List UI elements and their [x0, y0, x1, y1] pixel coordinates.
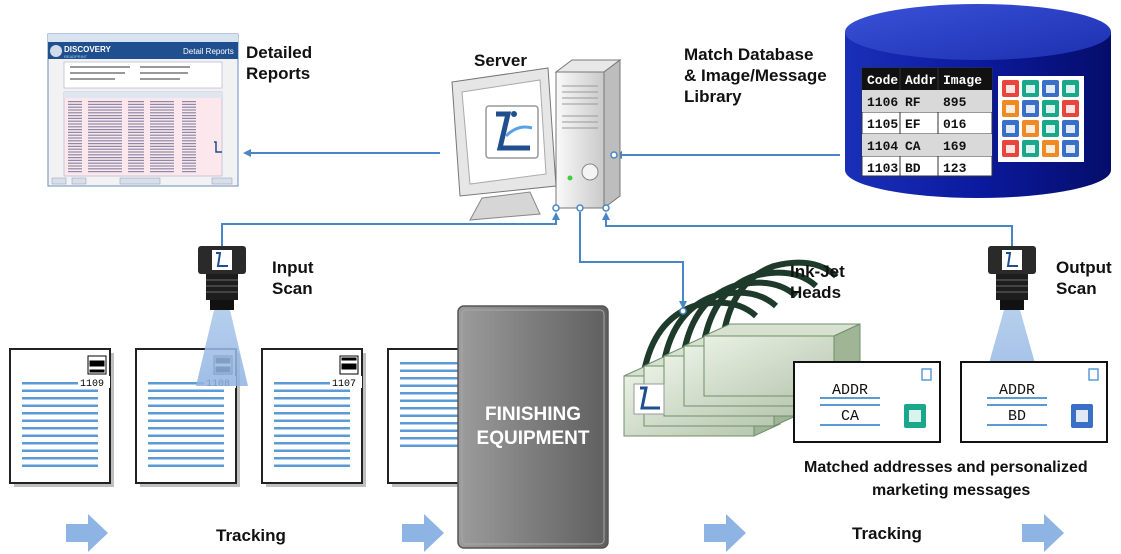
match-database-label: Match Database & Image/Message Library: [684, 45, 827, 106]
db-header-cell: Image: [943, 73, 982, 88]
report-brand-line1: DISCOVERY: [64, 45, 111, 54]
document-code: 1109: [80, 379, 104, 390]
report-button-print[interactable]: [51, 177, 67, 185]
document-page: 1107: [261, 348, 366, 487]
inkjet-heads: [623, 259, 861, 437]
tracking-arrows: [66, 514, 1064, 552]
db-cell: 1103: [867, 161, 898, 176]
tracking-label-left: Tracking: [216, 526, 286, 545]
output-card: ADDR CA: [793, 361, 941, 443]
input-scan-to-server-line: [221, 212, 560, 248]
document-page: 1108: [135, 348, 240, 487]
matched-caption-line2: marketing messages: [872, 482, 1031, 499]
report-window-title: Detail Reports: [183, 47, 234, 56]
output-camera: [988, 246, 1036, 310]
document-page: 1109: [9, 348, 114, 487]
power-button-icon: [581, 163, 599, 181]
db-cell: 169: [943, 139, 967, 154]
power-led-icon: [567, 175, 573, 181]
card-addr-label: ADDR: [999, 382, 1035, 399]
message-icon-library: [998, 76, 1084, 162]
input-scan-label: Input Scan: [272, 258, 314, 298]
card-addr-value: BD: [1008, 408, 1026, 425]
report-table-rows: [68, 101, 196, 173]
db-cell: 1104: [867, 139, 898, 154]
tracking-arrow-icon: [1022, 514, 1064, 552]
tracking-arrow-icon: [402, 514, 444, 552]
card-addr-value: CA: [841, 408, 859, 425]
db-cell: 895: [943, 95, 967, 110]
output-scan-label: Output Scan: [1056, 258, 1112, 298]
db-header-cell: Code: [867, 73, 898, 88]
server-label: Server: [474, 51, 527, 70]
server-to-inkjet-line: [579, 212, 687, 309]
input-documents: 1109 1108 1107: [9, 348, 492, 487]
discovery-logo-icon: [50, 45, 62, 57]
input-camera: [198, 246, 246, 310]
db-cell: BD: [905, 161, 921, 176]
stamp-icon: [921, 368, 932, 381]
finishing-equipment: FINISHING EQUIPMENT: [457, 305, 609, 549]
detailed-reports-label: Detailed Reports: [246, 43, 313, 83]
report-button-return[interactable]: [119, 177, 161, 185]
db-cell: 1106: [867, 95, 898, 110]
card-addr-label: ADDR: [832, 382, 868, 399]
output-cards: ADDR CA ADDR BD: [793, 361, 1108, 443]
db-cell: RF: [905, 95, 921, 110]
output-card: ADDR BD: [960, 361, 1108, 443]
stamp-icon: [1088, 368, 1099, 381]
input-scan-beam: [196, 310, 248, 386]
db-cell: 016: [943, 117, 967, 132]
finishing-label-line1: FINISHING: [485, 404, 581, 425]
database-table: Code Addr Image 1106 RF 895 1105 EF 016 1104 CA 169…: [861, 67, 993, 177]
server-computer: [451, 59, 622, 221]
report-brand-line2: READPRINT: [64, 54, 88, 59]
output-scan-to-server-line: [602, 212, 1013, 248]
connection-lines: [221, 149, 1013, 309]
report-button-export[interactable]: [71, 177, 87, 185]
db-cell: CA: [905, 139, 921, 154]
tracking-label-right: Tracking: [852, 524, 922, 543]
tracking-arrow-icon: [704, 514, 746, 552]
inkjet-heads-label: Ink-Jet Heads: [790, 262, 845, 302]
db-header-cell: Addr: [905, 73, 936, 88]
report-button-next[interactable]: [211, 177, 233, 185]
matched-caption-line1: Matched addresses and personalized: [804, 459, 1088, 476]
document-code: 1107: [332, 379, 356, 390]
db-cell: EF: [905, 117, 921, 132]
db-cell: 1105: [867, 117, 898, 132]
detail-report-window: DISCOVERY READPRINT Detail Reports: [47, 33, 239, 187]
tracking-arrow-icon: [66, 514, 108, 552]
db-cell: 123: [943, 161, 967, 176]
finishing-label-line2: EQUIPMENT: [477, 428, 590, 449]
match-database: Code Addr Image 1106 RF 895 1105 EF 016 1104 CA 169…: [845, 4, 1111, 198]
